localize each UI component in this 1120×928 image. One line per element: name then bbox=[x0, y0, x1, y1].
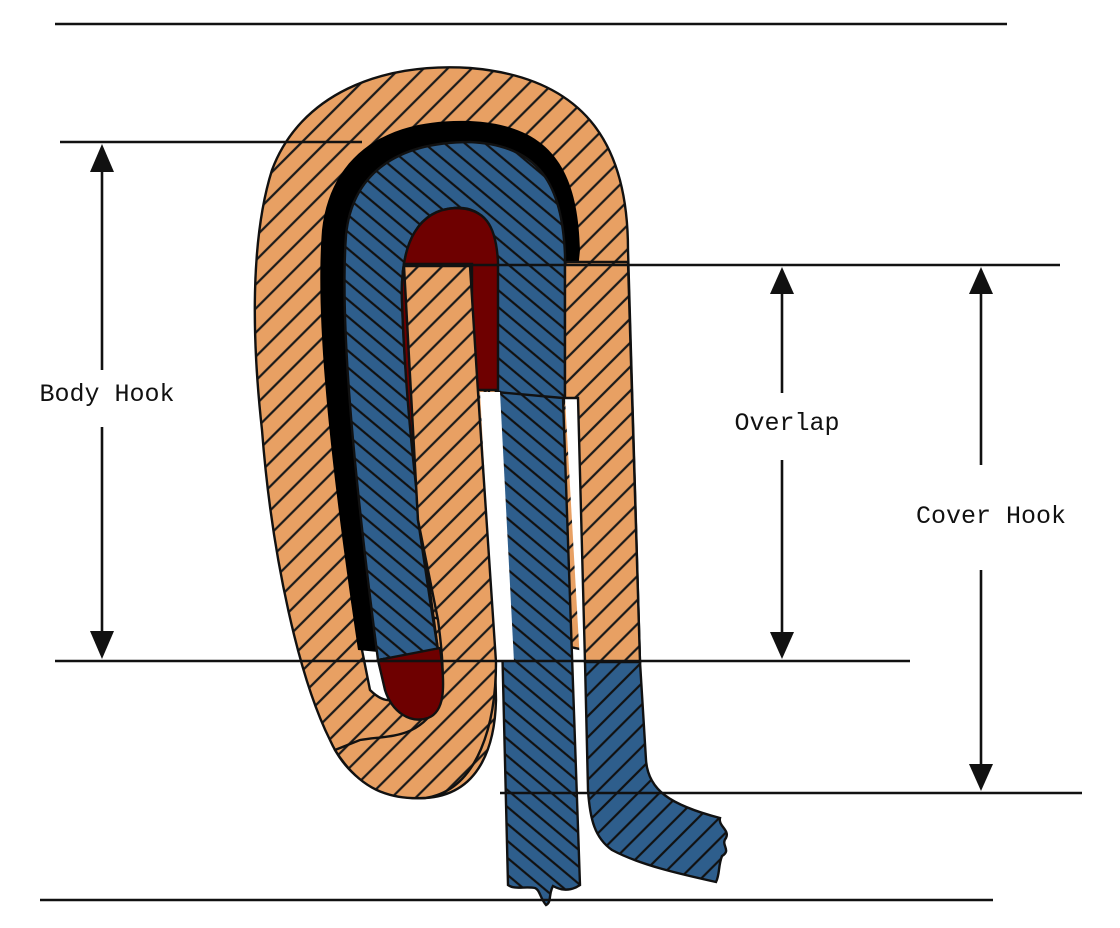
overlap-label: Overlap bbox=[734, 409, 839, 438]
arrow-up-icon bbox=[969, 267, 993, 294]
cover-hook-dimension: Cover Hook bbox=[916, 267, 1066, 791]
overlap-dimension: Overlap bbox=[734, 267, 840, 659]
seam-gap-band bbox=[320, 120, 580, 652]
body-hook-label: Body Hook bbox=[39, 380, 174, 409]
compound-tip bbox=[376, 646, 445, 721]
arrow-down-icon bbox=[90, 631, 114, 659]
arrow-down-icon bbox=[770, 632, 794, 659]
gap-left bbox=[480, 392, 514, 662]
arrow-down-icon bbox=[969, 764, 993, 791]
arrow-up-icon bbox=[770, 267, 794, 294]
cover-hook-flange bbox=[583, 660, 728, 884]
cover-hook-label: Cover Hook bbox=[916, 502, 1066, 531]
body-wall bbox=[494, 390, 582, 907]
body-hook-dimension: Body Hook bbox=[39, 144, 175, 659]
arrow-up-icon bbox=[90, 144, 114, 172]
